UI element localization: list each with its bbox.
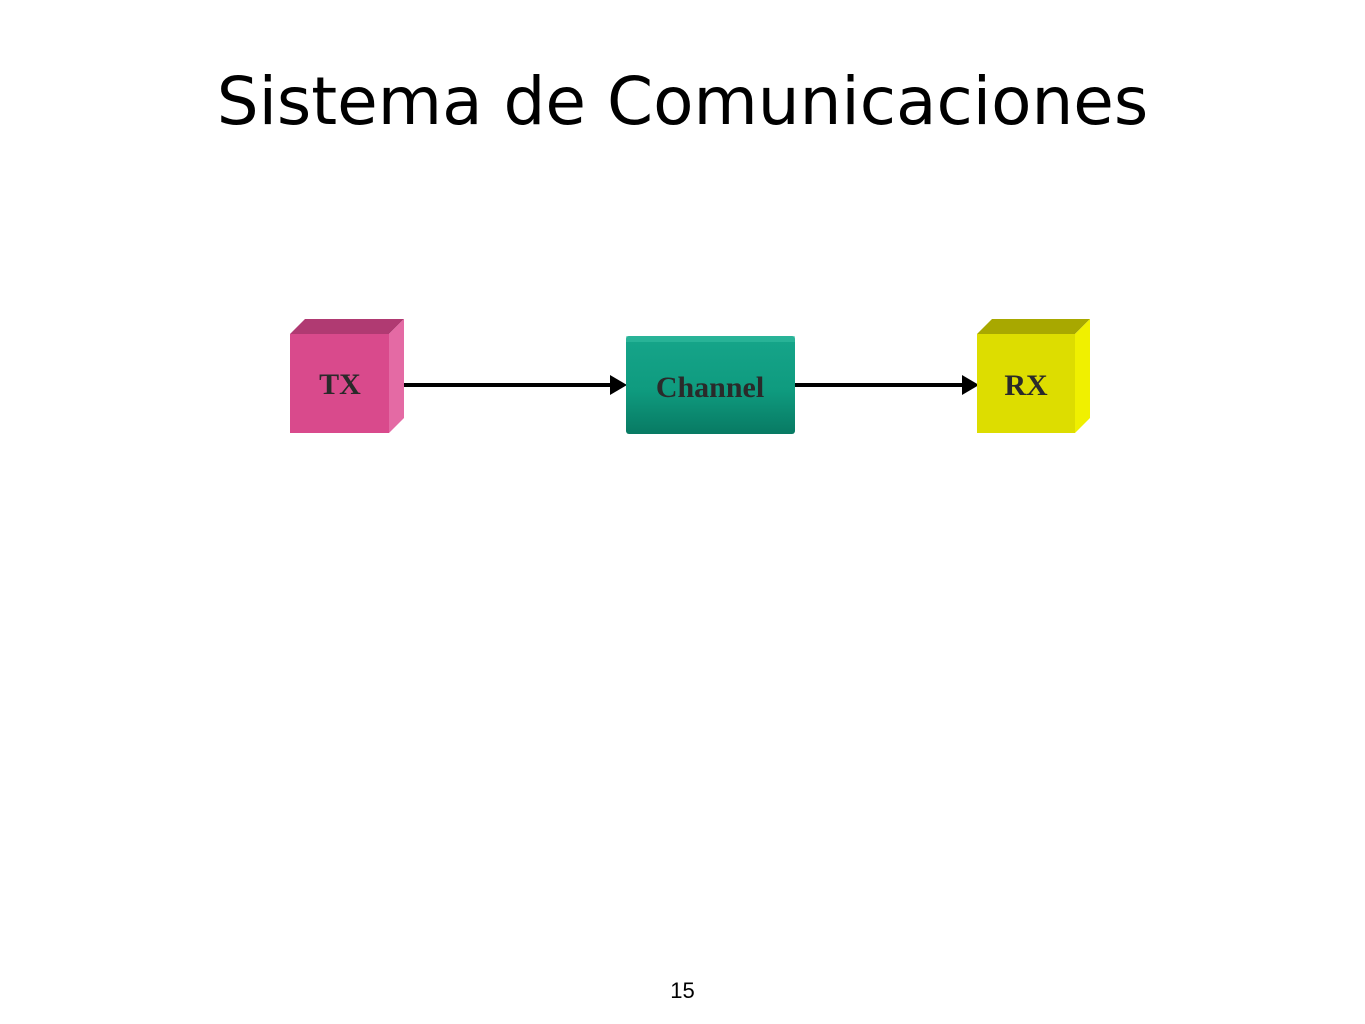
- channel-block: Channel: [626, 336, 795, 434]
- rx-label: RX: [1004, 369, 1048, 402]
- tx-block: TX: [290, 319, 404, 433]
- slide-title: Sistema de Comunicaciones: [216, 63, 1149, 140]
- tx-label: TX: [319, 368, 361, 401]
- arrow-channel-to-rx: [795, 375, 979, 395]
- rx-block: RX: [977, 319, 1090, 433]
- channel-label: Channel: [656, 371, 764, 404]
- page-number: 15: [670, 978, 695, 1003]
- arrow-tx-to-channel: [403, 375, 627, 395]
